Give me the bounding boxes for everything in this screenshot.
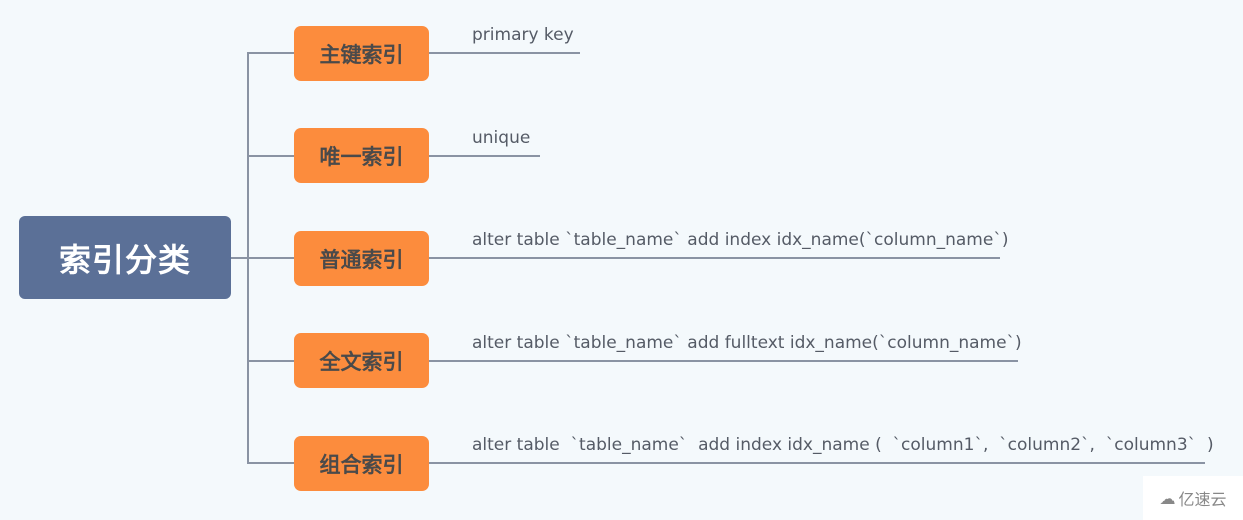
leaf-underline bbox=[429, 257, 1000, 259]
branch-normal: 普通索引 bbox=[294, 231, 429, 286]
root-connector bbox=[231, 257, 248, 259]
leaf-underline bbox=[429, 462, 1205, 464]
root-topic: 索引分类 bbox=[19, 216, 231, 299]
watermark-text: 亿速云 bbox=[1178, 490, 1227, 509]
branch-connector bbox=[247, 462, 294, 464]
watermark: ☁ 亿速云 bbox=[1143, 476, 1243, 520]
branch-composite: 组合索引 bbox=[294, 436, 429, 491]
leaf-primary-key: primary key bbox=[472, 25, 574, 45]
branch-connector bbox=[247, 257, 294, 259]
leaf-normal: alter table `table_name` add index idx_n… bbox=[472, 230, 1009, 250]
leaf-unique: unique bbox=[472, 128, 531, 148]
branch-connector bbox=[247, 52, 294, 54]
leaf-underline bbox=[429, 52, 580, 54]
leaf-underline bbox=[429, 360, 1018, 362]
branch-connector bbox=[247, 155, 294, 157]
leaf-composite: alter table `table_name` add index idx_n… bbox=[472, 435, 1214, 455]
leaf-fulltext: alter table `table_name` add fulltext id… bbox=[472, 333, 1022, 353]
branch-primary-key: 主键索引 bbox=[294, 26, 429, 81]
leaf-underline bbox=[429, 155, 540, 157]
cloud-icon: ☁ bbox=[1159, 488, 1176, 508]
branch-connector bbox=[247, 360, 294, 362]
branch-unique: 唯一索引 bbox=[294, 128, 429, 183]
branch-fulltext: 全文索引 bbox=[294, 333, 429, 388]
